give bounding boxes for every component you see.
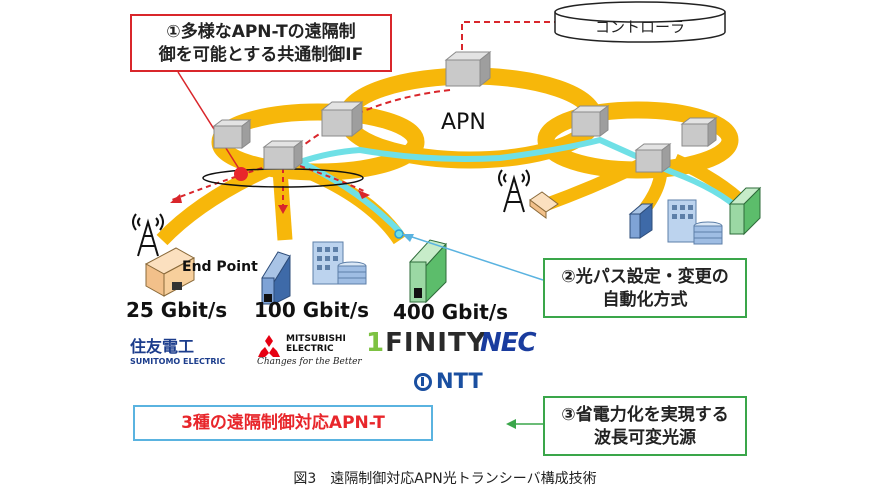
building-icon — [312, 241, 367, 285]
rate-label-400g: 400 Gbit/s — [393, 300, 509, 324]
figure-caption: 図3 遠隔制御対応APN光トランシーバ構成技術 — [293, 471, 597, 487]
ntt-logo-text: NTT — [436, 369, 483, 393]
controller-label: コントローラ — [594, 18, 685, 36]
control-line-apn — [299, 89, 451, 149]
mitsubishi-name-line-2: ELECTRIC — [286, 344, 334, 354]
control-line-controller — [461, 21, 560, 58]
callout-3-line-2: 波長可変光源 — [594, 428, 696, 448]
endpoint-label: End Point — [182, 259, 258, 275]
1finity-logo-rest: FINITY — [385, 328, 487, 358]
switch-box — [212, 50, 718, 173]
optical-path — [291, 136, 745, 235]
callout-3-arrowhead — [506, 419, 516, 429]
callout-2-line-1: ②光パス設定・変更の — [561, 267, 729, 287]
callout-1-line-2: 御を可能とする共通制御IF — [158, 45, 364, 65]
sumitomo-logo-en: SUMITOMO ELECTRIC — [130, 357, 226, 366]
transceiver-25g-right — [529, 191, 559, 219]
arrow-right-head — [358, 190, 370, 199]
1finity-logo-one: 1 — [366, 328, 386, 358]
arrow-down-head — [278, 205, 288, 214]
fiber-left-1 — [156, 161, 274, 246]
ntt-logo: NTT — [414, 369, 483, 393]
controller-icon — [554, 1, 726, 43]
path-dot — [394, 229, 404, 239]
callout-2-line-2: 自動化方式 — [602, 290, 688, 310]
callout-3-line-1: ③省電力化を実現する — [561, 405, 729, 425]
mitsubishi-tagline: Changes for the Better — [257, 357, 362, 367]
transceiver-400g — [409, 239, 447, 304]
control-line-right — [299, 165, 367, 193]
callout-1-line-1: ①多様なAPN-Tの遠隔制 — [166, 22, 356, 42]
callout-2-pointer — [405, 234, 544, 281]
transceiver-100g-right — [628, 202, 654, 239]
control-point-dot — [234, 167, 248, 181]
callout-common-control-if: ①多様なAPN-Tの遠隔制 御を可能とする共通制御IF — [130, 14, 392, 72]
rate-label-100g: 100 Gbit/s — [254, 298, 370, 322]
transceiver-400g-right — [728, 186, 762, 236]
building-icon-right — [667, 199, 723, 245]
mitsubishi-name-line-1: MITSUBISHI — [286, 334, 346, 344]
transceiver-100g — [261, 251, 291, 305]
1finity-logo: 1FINITY — [366, 328, 487, 358]
control-line-left — [171, 167, 263, 201]
apn-label: APN — [441, 110, 486, 135]
transceiver-25g — [144, 247, 196, 297]
antenna-icon — [132, 169, 530, 257]
callout-path-automation: ②光パス設定・変更の 自動化方式 — [543, 258, 747, 318]
nec-logo: NEC — [480, 328, 537, 358]
callout-tunable-light-source: ③省電力化を実現する 波長可変光源 — [543, 396, 747, 456]
sumitomo-electric-logo: 住友電工 SUMITOMO ELECTRIC — [130, 333, 225, 366]
arrow-left-head — [170, 194, 182, 203]
result-box: 3種の遠隔制御対応APN-T — [133, 405, 433, 441]
sumitomo-logo-jp: 住友電工 — [130, 337, 195, 356]
ntt-ring-icon — [414, 373, 432, 391]
callout-1-pointer — [177, 71, 242, 173]
rate-label-25g: 25 Gbit/s — [126, 298, 228, 322]
callout-2-arrowhead — [402, 234, 414, 242]
mitsubishi-diamonds-icon — [258, 335, 280, 357]
